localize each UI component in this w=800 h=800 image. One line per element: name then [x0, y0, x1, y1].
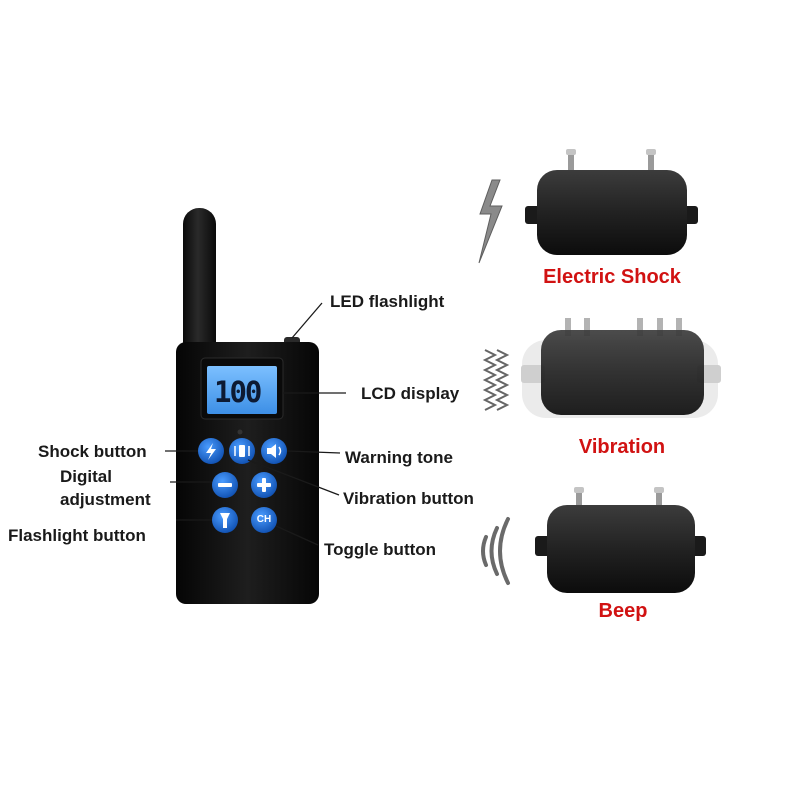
sound-waves-icon	[481, 517, 510, 585]
beep-collar	[481, 487, 706, 593]
antenna	[183, 208, 216, 358]
label-flashlight-button: Flashlight button	[8, 526, 146, 545]
flashlight-icon	[220, 513, 230, 528]
label-shock-button: Shock button	[38, 442, 147, 461]
line-led-flashlight	[291, 302, 323, 339]
lcd-screen	[207, 366, 277, 414]
line-vibration-button	[247, 459, 340, 496]
label-digital-adjustment-line1: Digital	[60, 467, 112, 486]
channel-button-label: CH	[256, 514, 272, 525]
channel-button[interactable]	[251, 507, 277, 533]
remote-transmitter	[176, 208, 319, 604]
indicator-dot	[237, 429, 243, 435]
label-warning-tone: Warning tone	[345, 448, 453, 467]
plus-button[interactable]	[251, 472, 277, 498]
line-warning-tone	[286, 450, 341, 454]
vibration-icon	[239, 445, 245, 457]
lcd-readout: 100	[214, 375, 262, 409]
vibration-collar	[482, 318, 721, 418]
warning-tone-button[interactable]	[261, 438, 287, 464]
label-vibration-button: Vibration button	[343, 489, 474, 508]
minus-button[interactable]	[212, 472, 238, 498]
label-lcd-display: LCD display	[361, 384, 460, 403]
label-led-flashlight: LED flashlight	[330, 292, 445, 311]
shock-collar	[478, 149, 698, 264]
flashlight-button[interactable]	[212, 507, 238, 533]
line-toggle-button	[275, 525, 319, 546]
label-toggle-button: Toggle button	[324, 540, 437, 559]
mode-label-beep: Beep	[598, 600, 648, 622]
shock-button[interactable]	[198, 438, 224, 464]
vibration-button[interactable]	[229, 438, 255, 464]
minus-icon	[218, 483, 232, 487]
speaker-icon	[267, 444, 276, 458]
mode-label-vibration: Vibration	[578, 436, 666, 458]
callout-lines	[165, 302, 346, 546]
shock-bolt-icon	[206, 443, 216, 460]
lightning-bolt-icon	[478, 179, 503, 264]
label-digital-adjustment-line2: adjustment	[60, 490, 151, 509]
vibration-zigzag-icon	[482, 349, 510, 411]
mode-label-electric-shock: Electric Shock	[543, 266, 681, 288]
